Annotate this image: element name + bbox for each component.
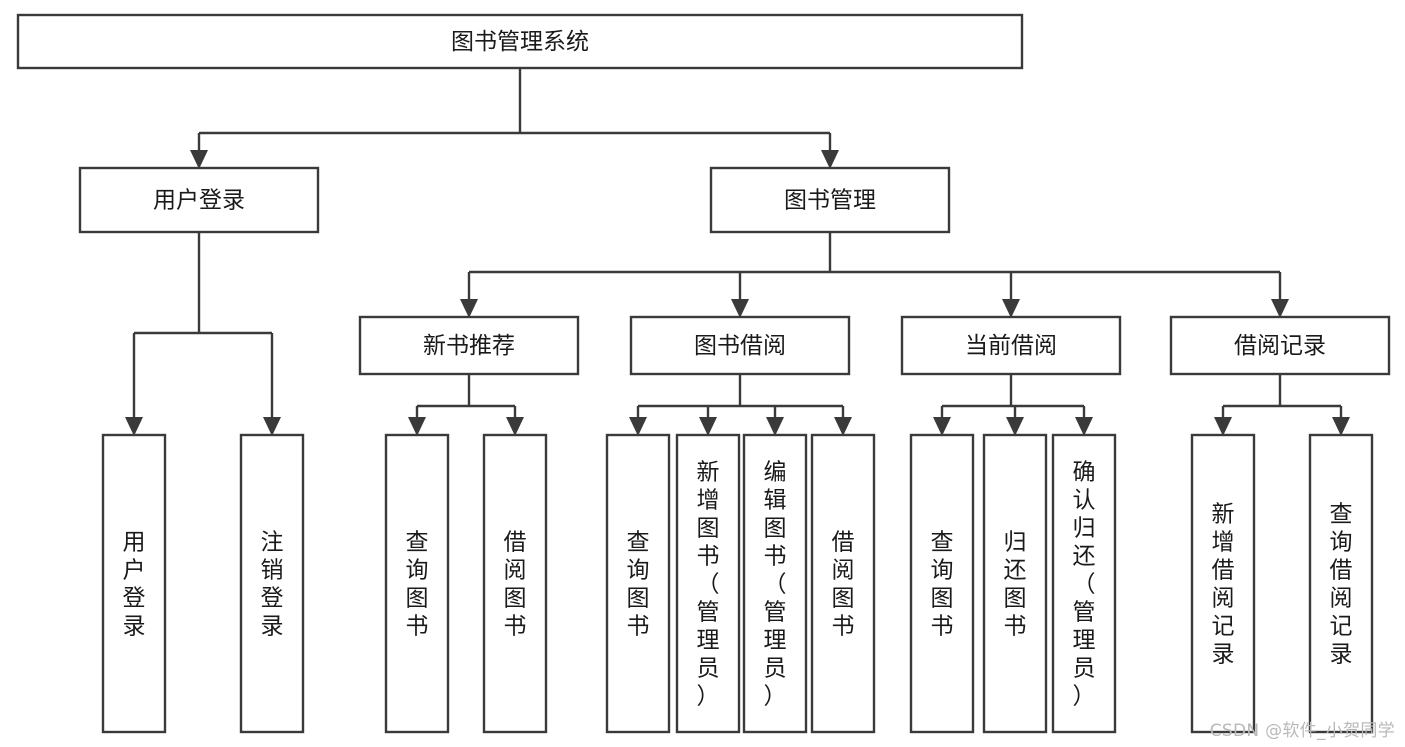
node-label: 确认归还（管理员） — [1073, 460, 1096, 710]
node-label: 归还图书 — [1004, 530, 1027, 640]
leaf-用户登录[interactable]: 用户登录 — [101, 433, 167, 734]
level1-用户登录[interactable]: 用户登录 — [78, 166, 320, 234]
connector-bus — [638, 374, 843, 408]
node-label: 新增图书（管理员） — [697, 460, 720, 710]
arrow-head-icon — [125, 417, 143, 436]
node-label: 当前借阅 — [965, 333, 1057, 359]
root-图书管理系统[interactable]: 图书管理系统 — [16, 13, 1024, 70]
node-label: 查询借阅记录 — [1330, 502, 1353, 668]
connectors-layer — [125, 68, 1350, 436]
node-label: 借阅图书 — [504, 530, 527, 640]
node-label: 查询图书 — [406, 530, 429, 640]
node-label: 图书管理 — [784, 188, 876, 214]
node-label: 新增借阅记录 — [1212, 502, 1235, 668]
leaf-查询图书[interactable]: 查询图书 — [909, 433, 975, 734]
level1-图书管理[interactable]: 图书管理 — [709, 166, 951, 234]
leaf-新增借阅记录[interactable]: 新增借阅记录 — [1190, 433, 1256, 734]
arrow-head-icon — [1332, 417, 1350, 436]
arrow-head-icon — [1002, 299, 1020, 318]
arrow-head-icon — [933, 417, 951, 436]
connector-bus — [199, 68, 830, 135]
node-label: 查询图书 — [627, 530, 650, 640]
leaf-新增图书管理员[interactable]: 新增图书（管理员） — [675, 433, 741, 734]
node-label: 图书管理系统 — [451, 29, 589, 55]
leaf-查询借阅记录[interactable]: 查询借阅记录 — [1308, 433, 1374, 734]
leaf-查询图书[interactable]: 查询图书 — [605, 433, 671, 734]
leaf-注销登录[interactable]: 注销登录 — [239, 433, 305, 734]
connector-bus — [134, 232, 272, 335]
node-label: 图书借阅 — [694, 333, 786, 359]
node-label: 编辑图书（管理员） — [764, 460, 787, 710]
csdn-watermark: CSDN @软件_小贺同学 — [1209, 721, 1395, 741]
node-label: 查询图书 — [931, 530, 954, 640]
arrow-head-icon — [699, 417, 717, 436]
level2-借阅记录[interactable]: 借阅记录 — [1169, 315, 1391, 376]
node-label: 借阅图书 — [832, 530, 855, 640]
node-label: 用户登录 — [123, 530, 146, 640]
node-label: 借阅记录 — [1234, 333, 1326, 359]
level2-当前借阅[interactable]: 当前借阅 — [900, 315, 1122, 376]
connector-bus — [1223, 374, 1341, 408]
arrow-head-icon — [506, 417, 524, 436]
arrow-head-icon — [766, 417, 784, 436]
arrow-head-icon — [821, 150, 839, 169]
arrow-head-icon — [629, 417, 647, 436]
leaf-归还图书[interactable]: 归还图书 — [982, 433, 1048, 734]
arrow-head-icon — [460, 299, 478, 318]
level2-新书推荐[interactable]: 新书推荐 — [358, 315, 580, 376]
connector-bus — [942, 374, 1084, 408]
leaf-编辑图书管理员[interactable]: 编辑图书（管理员） — [742, 433, 808, 734]
leaf-确认归还管理员[interactable]: 确认归还（管理员） — [1051, 433, 1117, 734]
arrow-head-icon — [263, 417, 281, 436]
connector-bus — [417, 374, 515, 408]
arrow-head-icon — [1271, 299, 1289, 318]
node-label: 用户登录 — [153, 188, 245, 214]
leaf-借阅图书[interactable]: 借阅图书 — [810, 433, 876, 734]
leaf-借阅图书[interactable]: 借阅图书 — [482, 433, 548, 734]
connector-bus — [469, 232, 1280, 274]
arrow-head-icon — [834, 417, 852, 436]
node-label: 注销登录 — [261, 530, 284, 640]
arrow-head-icon — [731, 299, 749, 318]
level2-图书借阅[interactable]: 图书借阅 — [629, 315, 851, 376]
nodes-layer: 图书管理系统用户登录图书管理新书推荐图书借阅当前借阅借阅记录用户登录注销登录查询… — [16, 13, 1391, 734]
arrow-head-icon — [190, 150, 208, 169]
arrow-head-icon — [1075, 417, 1093, 436]
leaf-查询图书[interactable]: 查询图书 — [384, 433, 450, 734]
node-label: 新书推荐 — [423, 333, 515, 359]
arrow-head-icon — [1214, 417, 1232, 436]
arrow-head-icon — [408, 417, 426, 436]
arrow-head-icon — [1006, 417, 1024, 436]
